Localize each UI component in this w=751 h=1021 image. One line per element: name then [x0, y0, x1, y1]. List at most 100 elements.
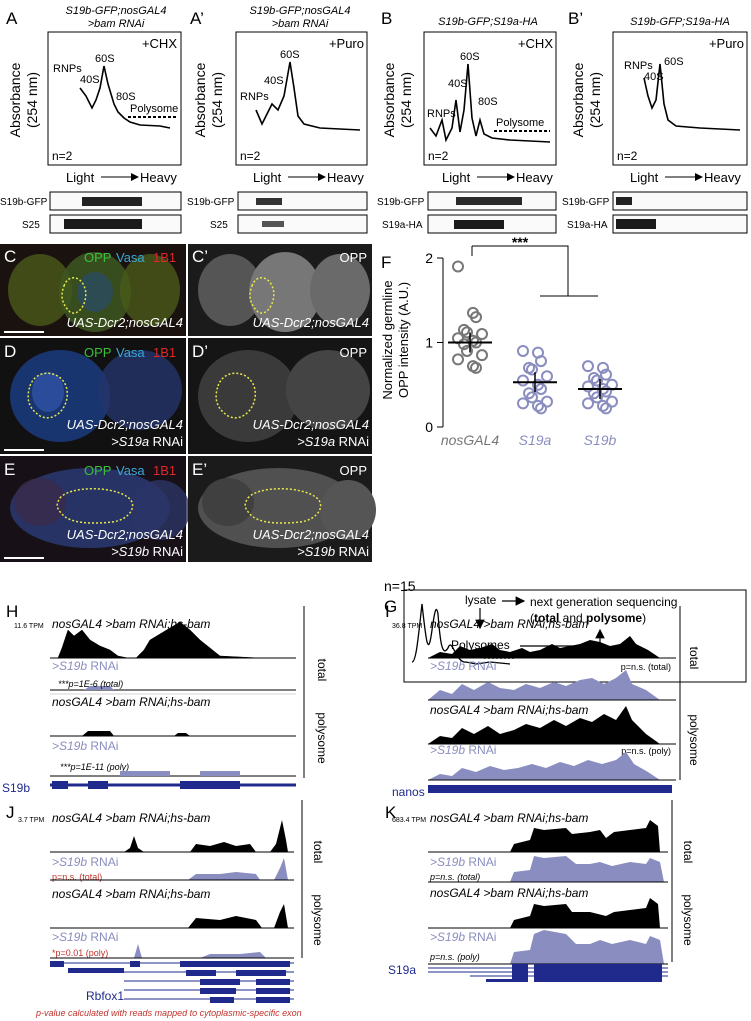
panel-b-blot1-band — [456, 197, 522, 205]
panel-a-ylabel1: Absorbance — [7, 62, 23, 137]
panel-j-exon — [210, 997, 234, 1003]
panel-a2-ylabel2: (254 nm) — [209, 72, 225, 128]
panel-j-gene: Rbfox1 — [86, 989, 124, 1003]
panel-e-rnai-gene: >S19b — [111, 544, 149, 559]
panel-h-letter: H — [6, 602, 18, 621]
panel-c2-cell — [198, 254, 262, 326]
panel-k-track-ctrl-poly: nosGAL4 >bam RNAi;hs-bam — [430, 886, 588, 900]
panel-e-rnai-word: RNAi — [149, 544, 183, 559]
panel-a-peak-rnps: RNPs — [53, 63, 82, 75]
panel-k-ctrl-rest-poly: >bam RNAi;hs-bam — [480, 886, 588, 900]
panel-k-p-poly: p=n.s. (poly) — [429, 952, 480, 962]
panel-f-point — [526, 363, 538, 376]
panel-d2-rnai-word: RNAi — [335, 434, 369, 449]
panel-i-ctrl-rest-poly: >bam RNAi;hs-bam — [480, 703, 588, 717]
panel-a-peak-40s: 40S — [80, 74, 100, 86]
panel-j-kd-gene-total: >S19b — [52, 855, 87, 869]
panel-h-track-kd-poly: >S19b RNAi — [52, 739, 118, 753]
panel-g-ngs-detail: (total and polysome) — [530, 611, 646, 625]
panel-i-p-total: p=n.s. (total) — [621, 662, 671, 672]
panel-a2-letter: A’ — [190, 9, 204, 28]
panel-d-prime: D’ OPP UAS-Dcr2;nosGAL4 >S19a RNAi — [188, 338, 372, 454]
panel-a-frame — [47, 31, 182, 166]
panel-e2-rnai-gene: >S19b — [297, 544, 335, 559]
panel-e2-rnai: >S19b RNAi — [297, 544, 369, 559]
panel-f-n: n=15 — [384, 578, 416, 594]
panel-d-label-1b1: 1B1 — [153, 345, 176, 360]
panel-b2-blot1 — [612, 191, 748, 211]
panel-f-ytick-label: 2 — [425, 250, 433, 266]
panel-a2-ylabel1: Absorbance — [192, 62, 208, 137]
panel-i: I 36.8 TPM nosGAL4 >bam RNAi;hs-bam >S19… — [385, 602, 701, 799]
panel-d-cell — [98, 350, 182, 430]
panel-f-point — [526, 391, 538, 404]
panel-c-cell — [8, 254, 72, 326]
panel-i-exon — [428, 785, 672, 793]
panel-f-point — [582, 380, 594, 393]
panel-f-point — [452, 353, 464, 366]
panel-f-point — [517, 397, 529, 410]
panel-j: J 3.7 TPM nosGAL4 >bam RNAi;hs-bam >S19b… — [6, 800, 325, 1018]
panel-j-kd-rest-total: RNAi — [87, 855, 118, 869]
panel-g-and: and — [559, 611, 586, 625]
panel-j-exon — [256, 988, 290, 994]
panel-k-p-total: p=n.s. (total) — [429, 872, 480, 882]
panel-k-track-ctrl-poly-signal — [510, 898, 660, 928]
panel-k-kd-rest-total: RNAi — [465, 855, 496, 869]
panel-i-kd-gene-total: >S19b — [430, 659, 465, 673]
panel-f-category-label: S19b — [584, 432, 617, 448]
panel-k-ctrl-gene-poly: nosGAL4 — [430, 886, 480, 900]
panel-a-trace — [79, 65, 171, 129]
panel-h-track-kd-poly-signal — [120, 771, 170, 776]
panel-c2-letter: C’ — [192, 247, 208, 266]
panel-j-exon — [130, 961, 140, 967]
panel-f-point — [582, 360, 594, 373]
panel-k-exon — [534, 964, 662, 982]
panel-f-point — [591, 391, 603, 404]
panel-k-track-kd-poly-signal — [510, 930, 664, 964]
panel-k-ctrl-gene: nosGAL4 — [430, 811, 480, 825]
panel-k-gene: S19a — [388, 963, 416, 977]
panel-k-kd-rest-poly: RNAi — [465, 930, 496, 944]
panel-i-side-poly: polysome — [687, 714, 701, 766]
panel-b2-peak-rnps: RNPs — [624, 60, 653, 72]
panel-h-kd-gene-poly: >S19b — [52, 739, 87, 753]
panel-b-title: S19b-GFP;S19a-HA — [438, 16, 538, 28]
panel-d: D OPP Vasa 1B1 UAS-Dcr2;nosGAL4 >S19a RN… — [0, 338, 186, 454]
panel-i-ctrl-gene-poly: nosGAL4 — [430, 703, 480, 717]
panel-b2-frame — [612, 31, 748, 166]
panel-a2-treatment: +Puro — [329, 36, 364, 51]
panel-j-side-total: total — [311, 841, 325, 864]
panel-k-kd-gene-poly: >S19b — [430, 930, 465, 944]
panel-f-point — [458, 323, 470, 336]
panel-j-exon — [50, 961, 64, 967]
panel-j-letter: J — [6, 803, 15, 822]
panel-f-point — [600, 402, 612, 415]
panel-h-kd-gene-total: >S19b — [52, 659, 87, 673]
panel-i-kd-gene-poly: >S19b — [430, 743, 465, 757]
panel-a2-blot1 — [237, 191, 368, 211]
panel-g-box — [403, 589, 747, 683]
panel-a2-blot2-band — [262, 221, 284, 227]
panel-a-blot2-band — [64, 219, 142, 229]
panel-k-side-poly: polysome — [681, 894, 695, 946]
panel-k-track-ctrl-total-signal — [510, 820, 660, 852]
panel-e-label-vasa: Vasa — [116, 463, 145, 478]
panel-e-cell — [14, 478, 66, 526]
panel-h-ctrl-gene: nosGAL4 — [52, 617, 102, 631]
panel-d2-label-opp: OPP — [340, 345, 367, 360]
panel-f-point — [600, 368, 612, 381]
panel-h-ctrl-gene-poly: nosGAL4 — [52, 695, 102, 709]
panel-b-ylabel1: Absorbance — [381, 62, 397, 137]
panel-c-label-opp: OPP — [84, 250, 111, 265]
panel-j-track-ctrl-poly-signal — [188, 904, 288, 928]
panel-d-cell — [32, 372, 64, 412]
panel-h-gene: S19b — [2, 781, 30, 795]
panel-b-peak-rnps: RNPs — [427, 108, 456, 120]
panel-k-gene-model — [428, 964, 668, 982]
panel-j-track-ctrl-poly: nosGAL4 >bam RNAi;hs-bam — [52, 887, 210, 901]
panel-b-light: Light — [442, 170, 471, 185]
panel-h-kd-rest-total: RNAi — [87, 659, 118, 673]
panel-h-p-poly: ***p=1E-11 (poly) — [60, 762, 129, 772]
